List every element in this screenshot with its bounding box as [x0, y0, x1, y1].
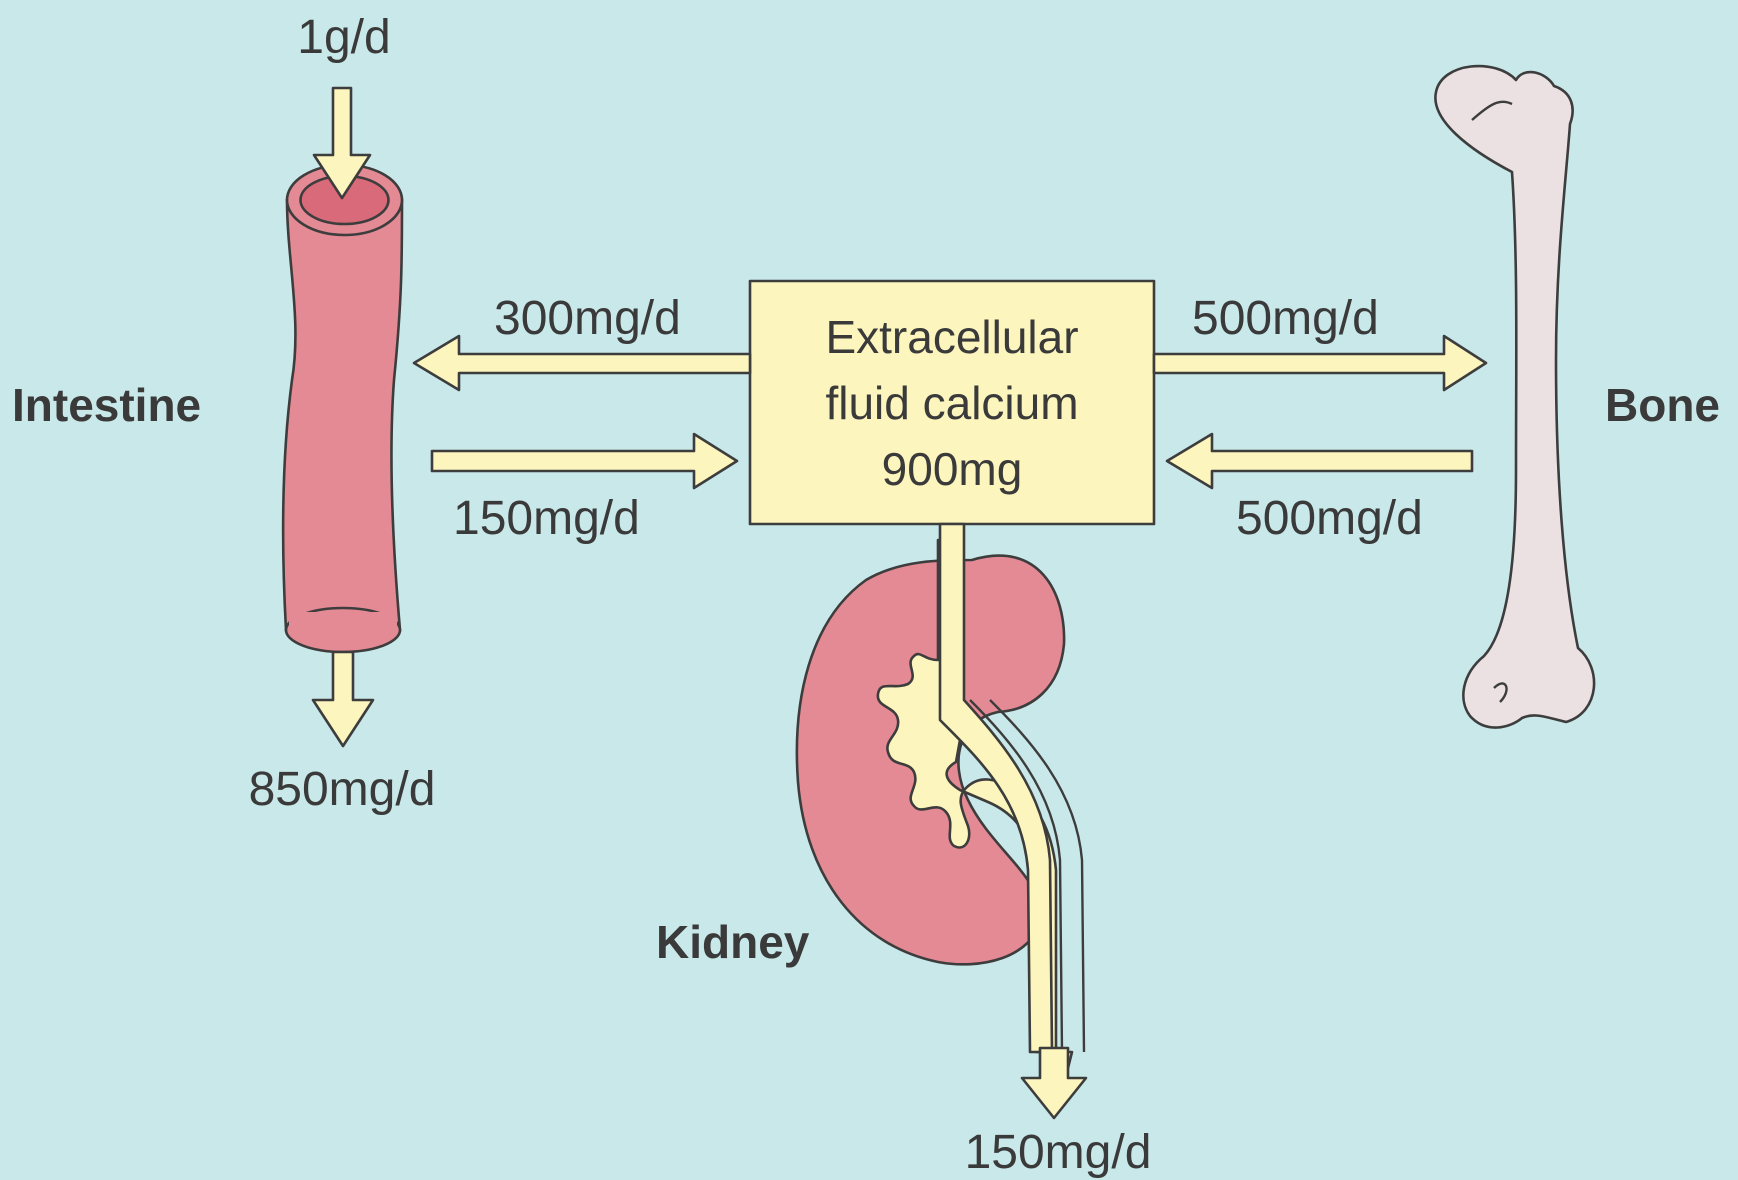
- fecal-loss-label: 850mg/d: [249, 763, 436, 816]
- bone-illustration: [1435, 66, 1594, 728]
- intestine-to-ecf-label: 150mg/d: [453, 492, 640, 545]
- bone-to-ecf-label: 500mg/d: [1236, 492, 1423, 545]
- urinary-loss-label: 150mg/d: [965, 1126, 1152, 1179]
- ecf-to-bone-label: 500mg/d: [1192, 292, 1379, 345]
- center-box-line1: Extracellular: [825, 311, 1078, 363]
- intestine-to-ecf-arrow: [432, 434, 737, 488]
- bone-label: Bone: [1605, 379, 1720, 431]
- intestine-illustration: [283, 165, 402, 652]
- urinary-loss-arrow: [1022, 1048, 1086, 1118]
- center-box-line3: 900mg: [882, 443, 1023, 495]
- ecf-to-intestine-label: 300mg/d: [494, 292, 681, 345]
- bone-to-ecf-arrow: [1167, 434, 1472, 488]
- fecal-loss-arrow: [313, 652, 373, 746]
- intestine-label: Intestine: [12, 379, 201, 431]
- kidney-label: Kidney: [656, 916, 810, 968]
- intake-label: 1g/d: [297, 11, 390, 64]
- center-box-line2: fluid calcium: [825, 377, 1078, 429]
